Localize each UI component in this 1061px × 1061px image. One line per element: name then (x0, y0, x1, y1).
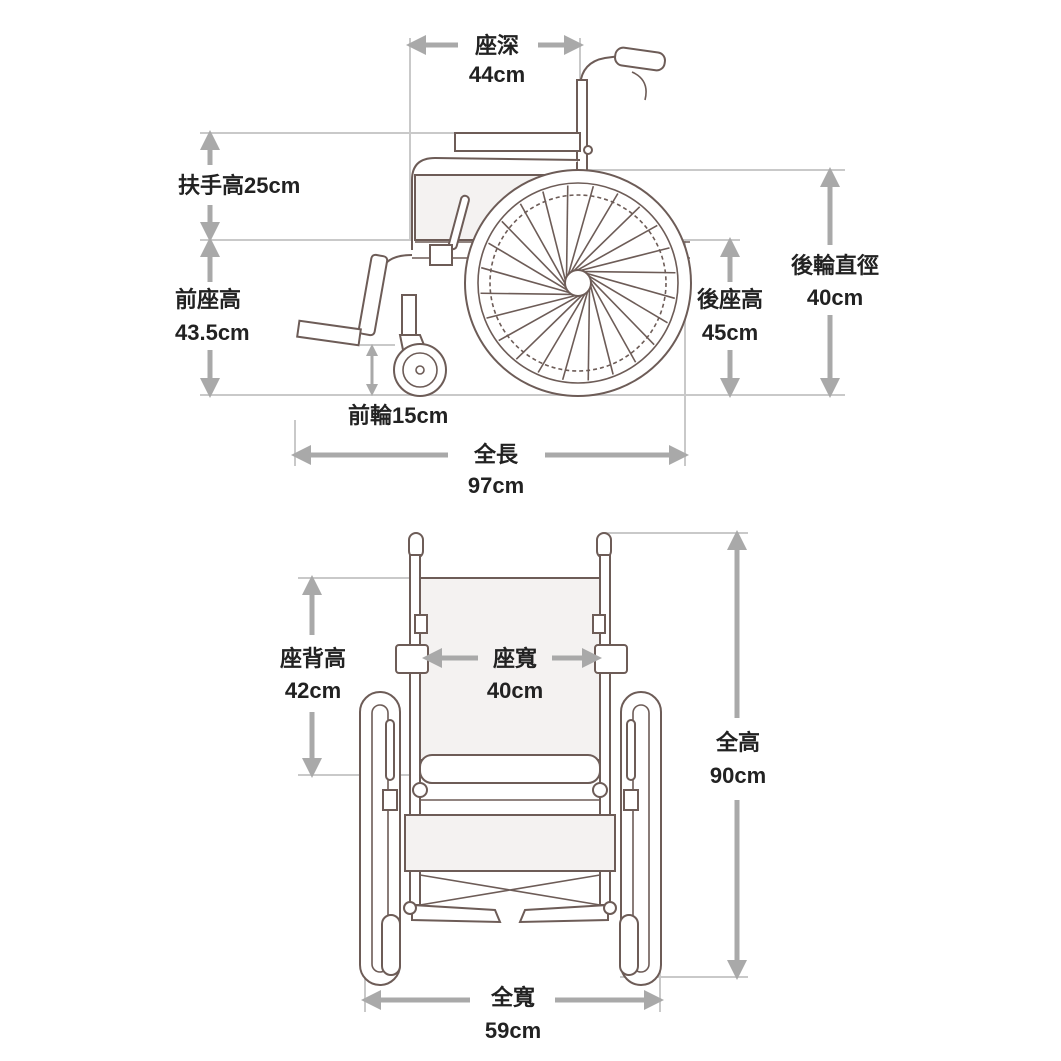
overall-width-value: 59cm (485, 1018, 541, 1043)
wheelchair-side-illustration (296, 46, 692, 397)
armrest-height-value: 25cm (244, 173, 300, 198)
front-seat-height-label: 前座高 (175, 287, 241, 312)
front-seat-height-value: 43.5cm (175, 320, 250, 345)
seat-depth-label: 座深 (475, 33, 519, 58)
overall-width-label: 全寬 (490, 985, 535, 1010)
wheel-spoke (515, 288, 589, 360)
backrest-height-value: 42cm (285, 678, 341, 703)
wheel-spoke (571, 247, 670, 274)
front-dimension-arrows (302, 530, 747, 1010)
wheel-spoke (488, 242, 576, 296)
rear-seat-height-value: 45cm (702, 320, 758, 345)
armrest-height-label: 扶手高25cm (178, 173, 300, 198)
wheel-spoke (587, 279, 591, 381)
wheel-spoke (542, 191, 569, 290)
overall-length-value: 97cm (468, 473, 524, 498)
wheel-spoke (580, 270, 668, 324)
wheel-spoke (567, 206, 641, 278)
backrest-height-label: 座背高 (280, 646, 346, 671)
wheel-spoke (565, 193, 619, 281)
rear-wheel-diameter-label: 後輪直徑 (791, 253, 879, 278)
armrest-height-label-text: 扶手高 (178, 173, 244, 198)
seat-width-label: 座寬 (493, 646, 537, 671)
overall-height-label: 全高 (715, 730, 760, 755)
wheel-spoke (583, 272, 655, 346)
overall-height-value: 90cm (710, 763, 766, 788)
wheel-spoke (480, 266, 579, 296)
wheel-spoke (585, 274, 637, 363)
wheelchair-front-illustration (359, 532, 662, 986)
wheel-spoke (519, 203, 571, 292)
wheel-spoke (577, 270, 676, 300)
side-view: 座深 44cm 扶手高25cm 前座高 43.5cm 前輪15cm 全長 97c… (175, 33, 879, 498)
wheel-spoke (537, 285, 591, 373)
wheel-spoke (565, 185, 569, 287)
overall-length-label: 全長 (473, 442, 519, 467)
front-wheel-label: 前輪15cm (348, 403, 448, 428)
wheel-spoke (498, 290, 587, 342)
rear-seat-height-label: 後座高 (697, 287, 763, 312)
front-wheel-label-text: 前輪 (348, 403, 393, 428)
wheel-spoke (561, 282, 591, 381)
wheel-spoke (501, 220, 573, 294)
front-wheel-value: 15cm (392, 403, 448, 428)
wheel-spoke (569, 224, 658, 276)
wheel-spoke (574, 270, 676, 274)
front-view: 座背高 42cm 座寬 40cm 全高 90cm 全寬 59cm (280, 530, 766, 1043)
wheel-spoke (565, 185, 595, 284)
seat-width-value: 40cm (487, 678, 543, 703)
wheel-spokes (480, 185, 676, 381)
seat-depth-value: 44cm (469, 62, 525, 87)
wheel-spoke (480, 292, 582, 296)
rear-wheel-diameter-value: 40cm (807, 285, 863, 310)
side-dimension-arrows (200, 35, 840, 465)
wheel-spoke (587, 276, 614, 375)
wheel-spoke (486, 292, 585, 319)
